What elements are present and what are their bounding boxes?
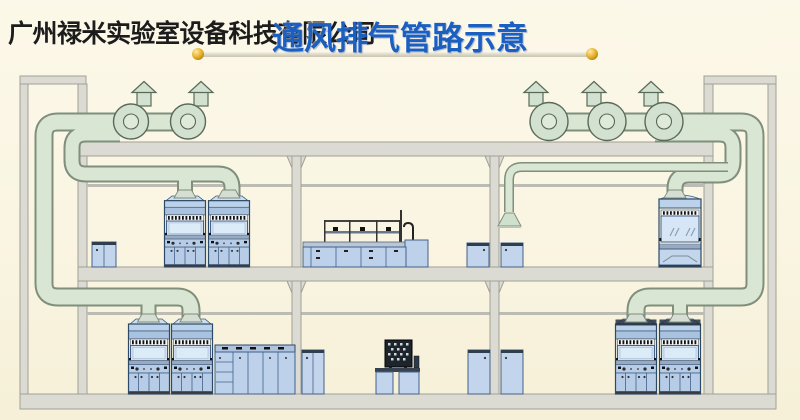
upper-interior-wall-1 <box>291 155 302 268</box>
building-structure <box>19 75 777 410</box>
fume-hood <box>169 317 215 396</box>
sink-unit <box>404 239 429 268</box>
storage-cabinet <box>500 242 524 268</box>
company-title: 广州禄米实验室设备科技有限公司 <box>8 19 376 48</box>
storage-cabinet <box>301 349 325 395</box>
faucet <box>403 221 414 240</box>
upper-ceiling-line <box>87 184 704 187</box>
lab-bench-row <box>214 344 296 395</box>
roof-exhaust-fans <box>112 80 684 142</box>
upper-floor-equipment <box>91 193 702 269</box>
canopy-hood-duct <box>505 163 728 212</box>
roof-fan <box>112 80 158 140</box>
fume-hood <box>657 317 703 396</box>
island-bench <box>302 210 429 268</box>
service-pole <box>400 210 402 243</box>
title-divider-line <box>198 52 592 56</box>
instrument-bench <box>375 339 420 395</box>
page-title: 通风排气管路示意 <box>272 19 529 57</box>
fume-hood-dark-top <box>659 319 701 326</box>
roof-slab <box>77 141 714 157</box>
canopy-extraction-hood <box>497 212 522 228</box>
duct-connectors <box>136 189 692 323</box>
glass-sash-marks <box>669 227 696 237</box>
lower-ceiling-line <box>87 312 704 315</box>
storage-cabinet <box>467 349 491 395</box>
ducted-safety-cabinet <box>658 194 702 268</box>
roof-fan <box>637 80 684 142</box>
lower-floor-equipment <box>126 317 703 396</box>
storage-cabinet <box>466 242 490 268</box>
fume-hood <box>162 193 208 269</box>
fume-hood-dark-top <box>615 319 657 326</box>
divider-gold-ball-left <box>192 48 204 60</box>
divider-gold-ball-right <box>586 48 598 60</box>
roof-fan <box>522 80 569 142</box>
reagent-bottle <box>413 355 420 369</box>
upper-interior-wall-2 <box>489 155 500 268</box>
roof-fan <box>169 80 215 140</box>
ground-slab <box>19 393 777 410</box>
lower-interior-wall-1 <box>291 280 302 395</box>
right-duct-chase-top <box>703 75 777 85</box>
fume-hood <box>613 317 659 396</box>
mid-floor-slab <box>77 266 714 282</box>
fume-hood <box>206 193 252 269</box>
roof-fan <box>580 80 627 142</box>
lower-interior-wall-2 <box>489 280 500 395</box>
left-duct-chase-outer <box>19 75 29 395</box>
storage-cabinet <box>500 349 524 395</box>
right-duct-chase-outer <box>767 75 777 395</box>
fume-hood <box>126 317 172 396</box>
storage-cabinet <box>91 241 117 268</box>
left-duct-chase-top <box>19 75 87 85</box>
